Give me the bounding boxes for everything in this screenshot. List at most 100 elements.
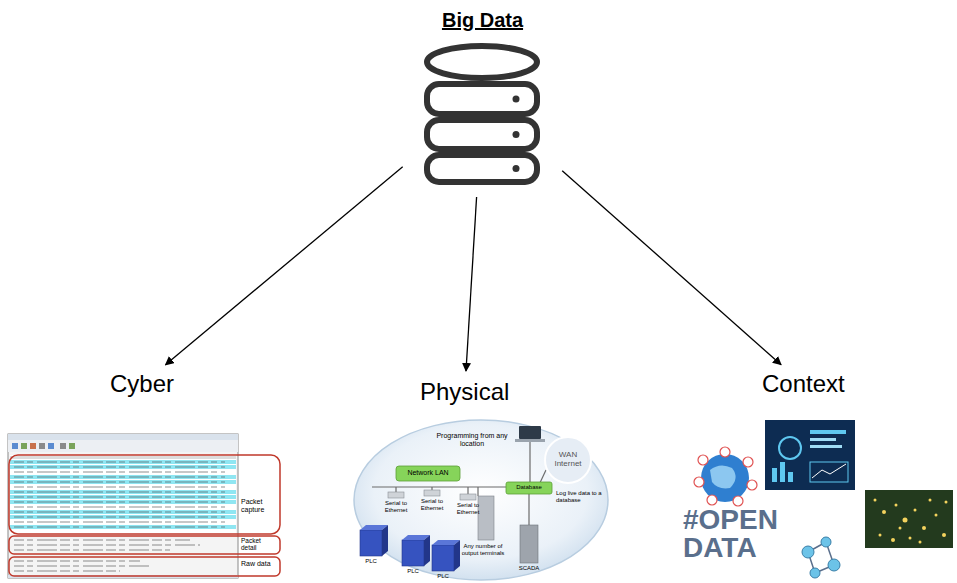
callout-label: Raw data xyxy=(241,560,271,568)
illustration-shape xyxy=(529,441,530,487)
illustration-shape xyxy=(10,525,236,529)
category-node: Cyber xyxy=(106,368,178,401)
illustration-shape xyxy=(21,443,27,449)
device-label: Serial to Ethernet xyxy=(452,502,484,515)
category-node: Physical xyxy=(416,376,513,409)
illustration-shape xyxy=(382,525,388,556)
illustration-shape xyxy=(10,495,236,499)
network-box-label: Network LAN xyxy=(396,469,460,477)
illustration-shape xyxy=(12,443,18,449)
illustration-shape xyxy=(10,475,236,479)
illustration-shape xyxy=(879,534,882,537)
illustration-shape xyxy=(30,443,36,449)
illustration-shape xyxy=(427,120,537,149)
illustration-shape xyxy=(14,487,225,488)
callout-label: Packet capture xyxy=(241,498,277,513)
illustration-shape xyxy=(698,455,708,465)
illustration-shape xyxy=(372,486,506,487)
illustration-shape xyxy=(432,545,454,571)
illustration-shape xyxy=(720,447,730,457)
illustration-shape xyxy=(14,477,225,478)
illustration-shape xyxy=(478,496,494,540)
illustration-shape xyxy=(9,455,280,534)
illustration-shape xyxy=(515,439,545,442)
illustration-shape xyxy=(14,497,225,498)
illustration-shape xyxy=(772,468,777,482)
illustration-shape xyxy=(424,535,430,566)
illustration-shape xyxy=(812,464,846,478)
illustration-shape xyxy=(945,501,948,504)
illustration-shape xyxy=(942,533,946,537)
illustration-shape xyxy=(874,499,877,502)
illustration-shape xyxy=(427,155,537,182)
illustration-shape xyxy=(513,165,520,172)
illustration-shape xyxy=(39,443,45,449)
illustration-shape xyxy=(10,456,236,459)
illustration-shape xyxy=(506,482,552,494)
illustration-shape xyxy=(10,485,236,489)
database-box-label: Database xyxy=(506,484,552,491)
illustration-shape xyxy=(14,566,150,567)
illustration-shape xyxy=(14,561,140,562)
illustration-shape xyxy=(60,443,66,449)
illustration-shape xyxy=(14,507,225,508)
illustration-shape xyxy=(10,455,236,534)
illustration-shape xyxy=(396,466,460,481)
illustration-shape xyxy=(14,467,225,468)
illustration-shape xyxy=(477,487,478,496)
database-icon xyxy=(427,46,537,182)
illustration-shape xyxy=(780,462,785,482)
illustration-shape xyxy=(895,504,898,507)
packet-capture-screenshot xyxy=(8,434,280,578)
illustration-shape xyxy=(810,568,820,578)
illustration-shape xyxy=(402,540,424,566)
illustration-shape xyxy=(821,537,831,547)
illustration-shape xyxy=(360,530,454,571)
logo-text: #OPEN DATA xyxy=(683,506,801,562)
illustration-shape xyxy=(8,440,238,452)
illustration-shape xyxy=(828,559,840,571)
illustration-shape xyxy=(354,420,608,580)
illustration-shape xyxy=(467,487,468,494)
illustration-shape xyxy=(747,480,757,490)
callout-label: Packet detail xyxy=(241,538,277,551)
illustration-shape xyxy=(14,540,190,541)
illustration-shape xyxy=(14,512,225,513)
illustration-shape xyxy=(14,550,170,551)
device-label: Serial to Ethernet xyxy=(380,500,412,513)
illustration-shape xyxy=(710,465,736,488)
illustration-shape xyxy=(14,492,225,493)
illustration-shape xyxy=(922,526,926,530)
industrial-network-illustration xyxy=(354,420,608,580)
node-heading: Cyber xyxy=(110,370,174,399)
illustration-shape xyxy=(360,525,460,545)
illustration-shape xyxy=(10,520,236,524)
device-label: Log live data to a database xyxy=(556,490,606,503)
illustration-shape xyxy=(69,443,75,449)
node-heading: Big Data xyxy=(409,8,556,32)
illustration-shape xyxy=(395,487,396,492)
illustration-shape xyxy=(909,537,912,540)
illustration-shape xyxy=(802,546,814,558)
illustration-shape xyxy=(520,525,538,563)
device-label: PLC xyxy=(356,558,386,565)
illustration-shape xyxy=(810,438,836,441)
illustration-shape xyxy=(513,96,520,103)
illustration-shape xyxy=(10,515,236,519)
device-label: Any number of output terminals xyxy=(458,543,508,556)
illustration-shape xyxy=(528,494,529,525)
illustration-shape xyxy=(14,571,120,572)
illustration-shape xyxy=(10,510,236,514)
device-label: PLC xyxy=(428,573,458,580)
illustration-shape xyxy=(14,527,225,528)
illustration-shape xyxy=(14,462,225,463)
illustration-shape xyxy=(891,538,895,542)
illustration-shape xyxy=(733,496,743,506)
illustration-shape xyxy=(694,477,704,487)
illustration-shape xyxy=(899,527,902,530)
illustration-shape xyxy=(810,445,842,448)
illustration-shape xyxy=(424,490,440,496)
illustration-shape xyxy=(14,502,225,503)
